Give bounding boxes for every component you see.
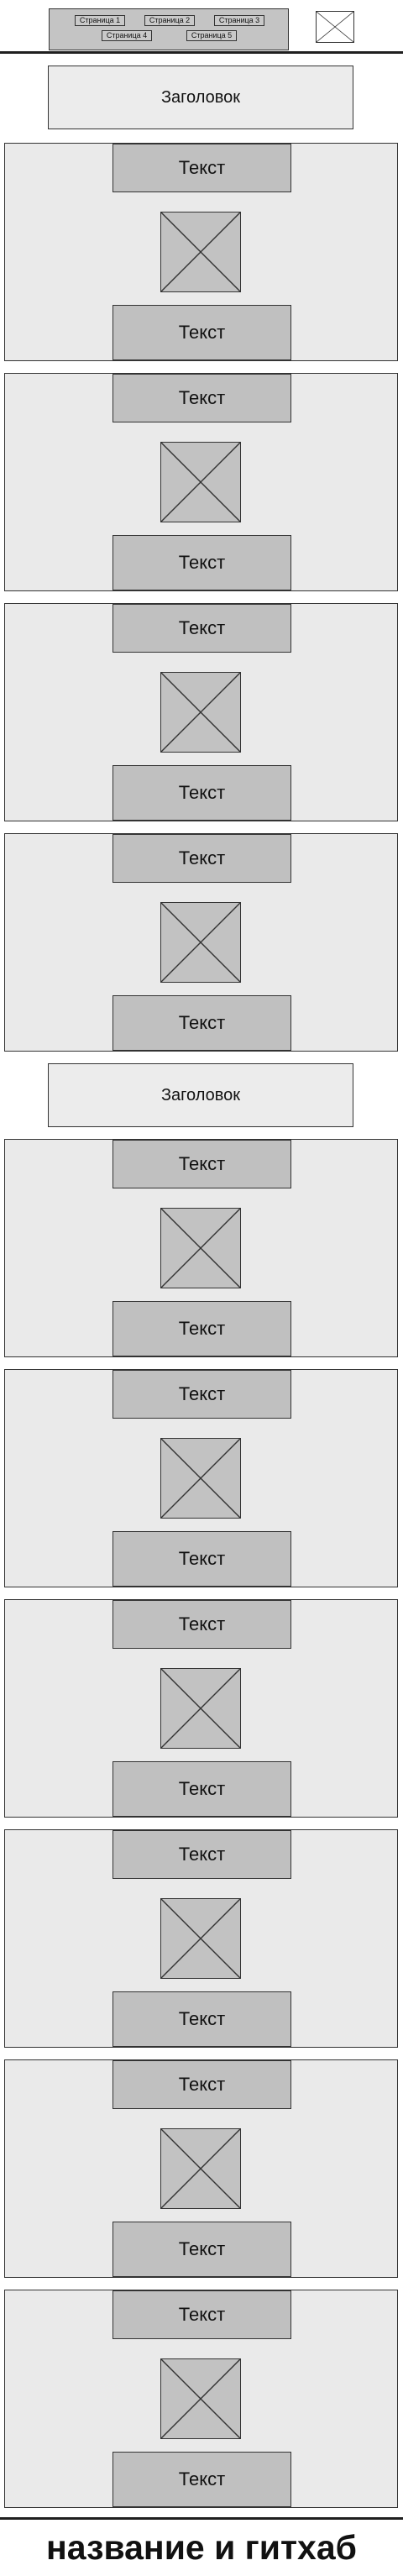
image-placeholder-icon xyxy=(160,212,241,292)
card-bottom-text: Текст xyxy=(113,305,291,360)
card-bottom-text: Текст xyxy=(113,1761,291,1817)
card-top-text: Текст xyxy=(113,144,291,192)
card-top-text: Текст xyxy=(113,834,291,883)
card-bottom-text: Текст xyxy=(113,1991,291,2047)
image-placeholder-icon xyxy=(160,902,241,983)
card-top-text: Текст xyxy=(113,1370,291,1419)
nav-link-page-1[interactable]: Страница 1 xyxy=(75,15,125,26)
card-bottom-text: Текст xyxy=(113,1531,291,1587)
card-bottom-text: Текст xyxy=(113,2222,291,2277)
image-placeholder-icon xyxy=(160,442,241,522)
card-top-text: Текст xyxy=(113,604,291,653)
image-placeholder-icon xyxy=(160,1668,241,1749)
site-footer: название и гитхаб xyxy=(0,2517,403,2576)
card-bottom-text: Текст xyxy=(113,535,291,590)
image-placeholder-icon xyxy=(160,1208,241,1288)
card-top-text: Текст xyxy=(113,1600,291,1649)
image-placeholder-icon[interactable] xyxy=(316,11,354,43)
nav-link-page-5[interactable]: Страница 5 xyxy=(186,30,237,41)
card-bottom-text: Текст xyxy=(113,1301,291,1356)
card-top-text: Текст xyxy=(113,374,291,422)
section-heading: Заголовок xyxy=(48,1063,353,1127)
card-top-text: Текст xyxy=(113,2290,291,2339)
card-top-text: Текст xyxy=(113,2060,291,2109)
image-placeholder-icon xyxy=(160,672,241,753)
image-placeholder-icon xyxy=(160,1438,241,1519)
nav-menu: Страница 1 Страница 2 Страница 3 Страниц… xyxy=(49,8,289,50)
card-bottom-text: Текст xyxy=(113,765,291,821)
image-placeholder-icon xyxy=(160,1898,241,1979)
card-top-text: Текст xyxy=(113,1830,291,1879)
card-bottom-text: Текст xyxy=(113,995,291,1051)
image-placeholder-icon xyxy=(160,2128,241,2209)
card-bottom-text: Текст xyxy=(113,2452,291,2507)
section-heading: Заголовок xyxy=(48,66,353,129)
nav-link-page-2[interactable]: Страница 2 xyxy=(144,15,195,26)
site-header: Страница 1 Страница 2 Страница 3 Страниц… xyxy=(0,0,403,54)
card-top-text: Текст xyxy=(113,1140,291,1188)
nav-link-page-3[interactable]: Страница 3 xyxy=(214,15,264,26)
nav-link-page-4[interactable]: Страница 4 xyxy=(102,30,152,41)
footer-title: название и гитхаб xyxy=(46,2528,357,2567)
image-placeholder-icon xyxy=(160,2358,241,2439)
